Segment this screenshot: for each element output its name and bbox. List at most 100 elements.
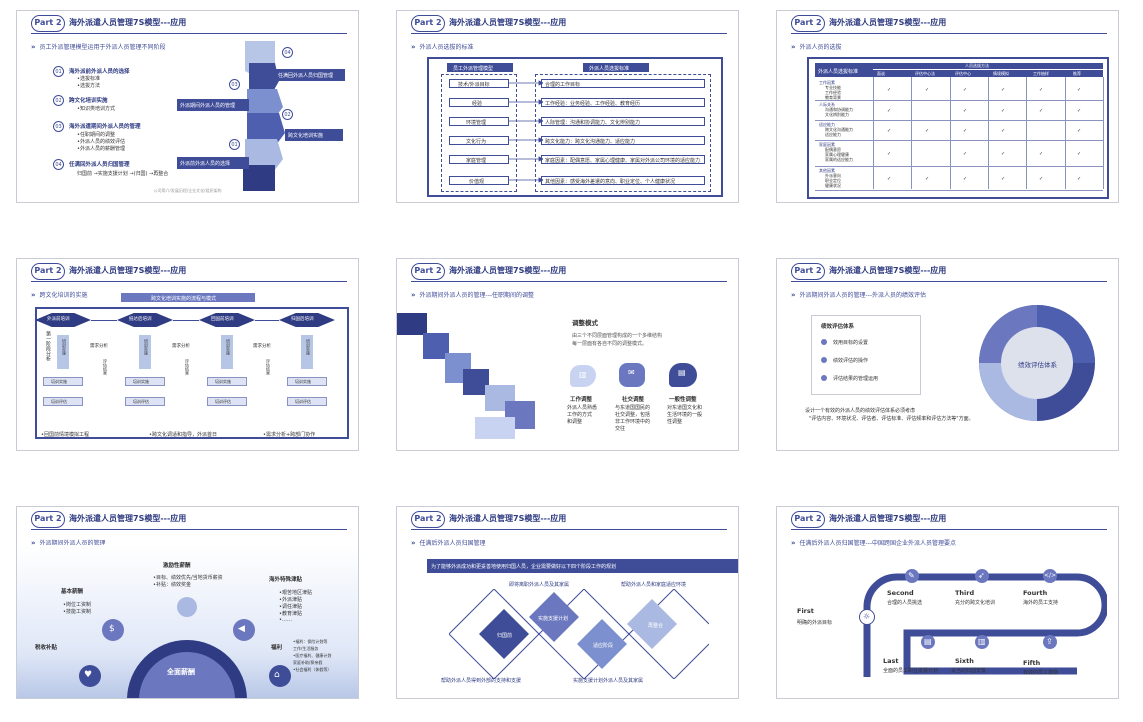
criteria-right-cell: 家庭因素：配偶意愿、家属心理健康、家属对外派公司环境的适应能力 (541, 155, 705, 164)
rocket-icon: ➶ (975, 569, 989, 583)
right-bottom-line: 工作/生活服务 (293, 646, 319, 651)
bullet-dot (821, 339, 827, 345)
step-desc: 合理的人员挑选 (887, 600, 923, 606)
item-number: 04 (53, 159, 64, 170)
stage-step (125, 397, 165, 406)
criteria-right-text: 合理的工作目标 (545, 82, 581, 88)
banner: 为了能够外派成功和更妥善地使用归国人员，企业需要做好以下四个阶段工作的规划 (427, 559, 738, 573)
stage-bar (301, 335, 313, 369)
header-divider (31, 529, 347, 530)
method-label: 情境模拟 (993, 71, 1009, 76)
method-label: 推荐 (1073, 71, 1081, 76)
file-icon: ▥ (975, 635, 989, 649)
item-heading: 海外派遣期间外派人员的管理 (69, 124, 141, 130)
method-label: 面谈 (877, 71, 885, 76)
step-desc: 全面的员工职业发展计划 (883, 668, 939, 674)
criteria-right-text: 家庭因素：配偶意愿、家属心理健康、家属对外派公司环境的适应能力 (545, 158, 701, 164)
stage-diamond (35, 313, 91, 327)
grid-line (987, 77, 989, 189)
dollar-glyph: $ (109, 624, 115, 634)
section-desc: 每一层面有各自不同的调整模式。 (572, 341, 648, 347)
stage-bar-text: 培训实施 (226, 339, 231, 355)
arrow-label: 任满回外派人员归国管理 (278, 73, 334, 79)
header-divider (791, 281, 1107, 282)
card-text: 对东道国文化和 (667, 405, 703, 411)
check-icon: ✓ (1001, 176, 1006, 182)
slide-subtitle: »任满后外派人员归国管理---中国跨国企业外派人员管理要点 (791, 538, 956, 547)
item-line: •外派人员的绩效评估 (77, 139, 125, 145)
evaluation-bullet: 效用目标的设置 (833, 340, 869, 346)
grid-line (873, 77, 874, 189)
right-title: 海外特殊津贴 (269, 577, 303, 583)
stage-step-text: 培训实施 (133, 379, 149, 384)
slide-title: 海外派遣人员管理7S模型---应用 (829, 514, 947, 523)
stage-step (43, 377, 83, 386)
criteria-left-text: 文化行为 (466, 139, 487, 145)
matrix-row-label: 家庭因素 (819, 142, 835, 147)
arrow-label-box: 外派期间外派人员的管理 (177, 99, 249, 111)
grid-line (1102, 77, 1104, 189)
arrow-number: 04 (282, 47, 293, 58)
subtitle-text: 跨文化培训的实施 (39, 292, 88, 299)
home-icon: ⌂ (269, 665, 291, 687)
slide-thumbnail-7[interactable]: Part 2 海外派遣人员管理7S模型---应用 »外派期间外派人员的管理 激励… (16, 506, 359, 699)
step-name: Third (955, 589, 975, 597)
check-icon: ✓ (1001, 151, 1006, 157)
bottom-label: 实施支援计划外派人员及其家属 (573, 678, 644, 684)
matrix-row-label: 工作因素 (819, 80, 835, 85)
file-glyph: ▥ (978, 637, 986, 646)
slide-desc: "评估内容、环境状况、评估者、评估标准、评估频率和评估方法等"方面。 (809, 416, 974, 422)
bottom-label: 帮助外派人员得到外部的支持和支援 (441, 678, 522, 684)
stage-bar (139, 335, 151, 369)
stage-bar-text: 培训实施 (306, 339, 311, 355)
evaluation-bullet: 绩效评估的操作 (833, 358, 869, 364)
building-icon: ▥ (579, 370, 587, 379)
connector-line (255, 320, 279, 321)
item-line: •知识类培训方式 (77, 106, 115, 112)
arrow-label-box: 跨文化培训实施 (285, 129, 343, 141)
chevron-icon: » (411, 43, 416, 51)
method-label: 工作抽样 (1033, 71, 1049, 76)
right-line: •调任津贴 (279, 604, 302, 610)
item-heading: 海外派前外派人员的选择 (69, 69, 130, 75)
right-dashed-group (535, 74, 711, 192)
stage-label: 回国前培训 (211, 317, 234, 322)
slide-thumbnail-1[interactable]: Part 2 海外派遣人员管理7S模型---应用 »员工外派管理模型运用于外派人… (16, 10, 359, 203)
check-icon: ✓ (925, 176, 930, 182)
part-badge: Part 2 (791, 263, 825, 280)
chevron-icon: » (31, 43, 36, 51)
slide-title: 海外派遣人员管理7S模型---应用 (69, 18, 187, 27)
slide-thumbnail-2[interactable]: Part 2 海外派遣人员管理7S模型---应用 »外派人员选拔的标准 员工外派… (396, 10, 739, 203)
slide-subtitle: »外派人员选拔的标准 (411, 42, 474, 51)
check-icon: ✓ (1077, 108, 1082, 114)
matrix-row-sub: 教育背景 (825, 95, 841, 100)
right-line: •教育津贴 (279, 611, 302, 617)
matrix-row-sub: 配偶意愿 (825, 147, 841, 152)
step-name: Last (883, 657, 899, 665)
flow-note: •需求分析+跨部门协作 (263, 432, 316, 438)
slide-thumbnail-9[interactable]: Part 2 海外派遣人员管理7S模型---应用 »任满后外派人员归国管理---… (776, 506, 1119, 699)
arrow-number: 03 (229, 79, 240, 90)
criteria-right-text: 其他因素：感受海外差遣的意向、职业定位、个人健康状况 (545, 179, 676, 185)
step-desc: 妥当的归国安置 (951, 668, 987, 674)
slide-title: 海外派遣人员管理7S模型---应用 (69, 266, 187, 275)
subtitle-text: 员工外派管理模型运用于外派人员管理不同阶段 (39, 44, 166, 51)
slide-thumbnail-8[interactable]: Part 2 海外派遣人员管理7S模型---应用 »任满后外派人员归国管理 为了… (396, 506, 739, 699)
matrix-row-sub: 职业定位 (825, 178, 841, 183)
item-number: 03 (53, 121, 64, 132)
arrow-number: 01 (229, 139, 240, 150)
slide-thumbnail-5[interactable]: Part 2 海外派遣人员管理7S模型---应用 »外派期间外派人员的管理---… (396, 258, 739, 451)
slide-thumbnail-3[interactable]: Part 2 海外派遣人员管理7S模型---应用 »外派人员的选拔 外派人员选拔… (776, 10, 1119, 203)
slide-thumbnail-6[interactable]: Part 2 海外派遣人员管理7S模型---应用 »外派期间外派人员的管理---… (776, 258, 1119, 451)
pencil-icon: ✎ (905, 569, 919, 583)
right-bottom-line: •福利：保险计划等 (293, 639, 328, 644)
right-line: •…… (279, 617, 292, 623)
slide-subtitle: »员工外派管理模型运用于外派人员管理不同阶段 (31, 42, 166, 51)
slide-thumbnail-4[interactable]: Part 2 海外派遣人员管理7S模型---应用 »跨文化培训的实施 跨文化培训… (16, 258, 359, 451)
part-badge: Part 2 (411, 511, 445, 528)
left-title: 基本薪酬 (61, 589, 84, 595)
item-number: 01 (53, 66, 64, 77)
card-text: 社交调整，包括 (615, 412, 651, 418)
check-icon: ✓ (887, 128, 892, 134)
check-icon: ✓ (925, 87, 930, 93)
